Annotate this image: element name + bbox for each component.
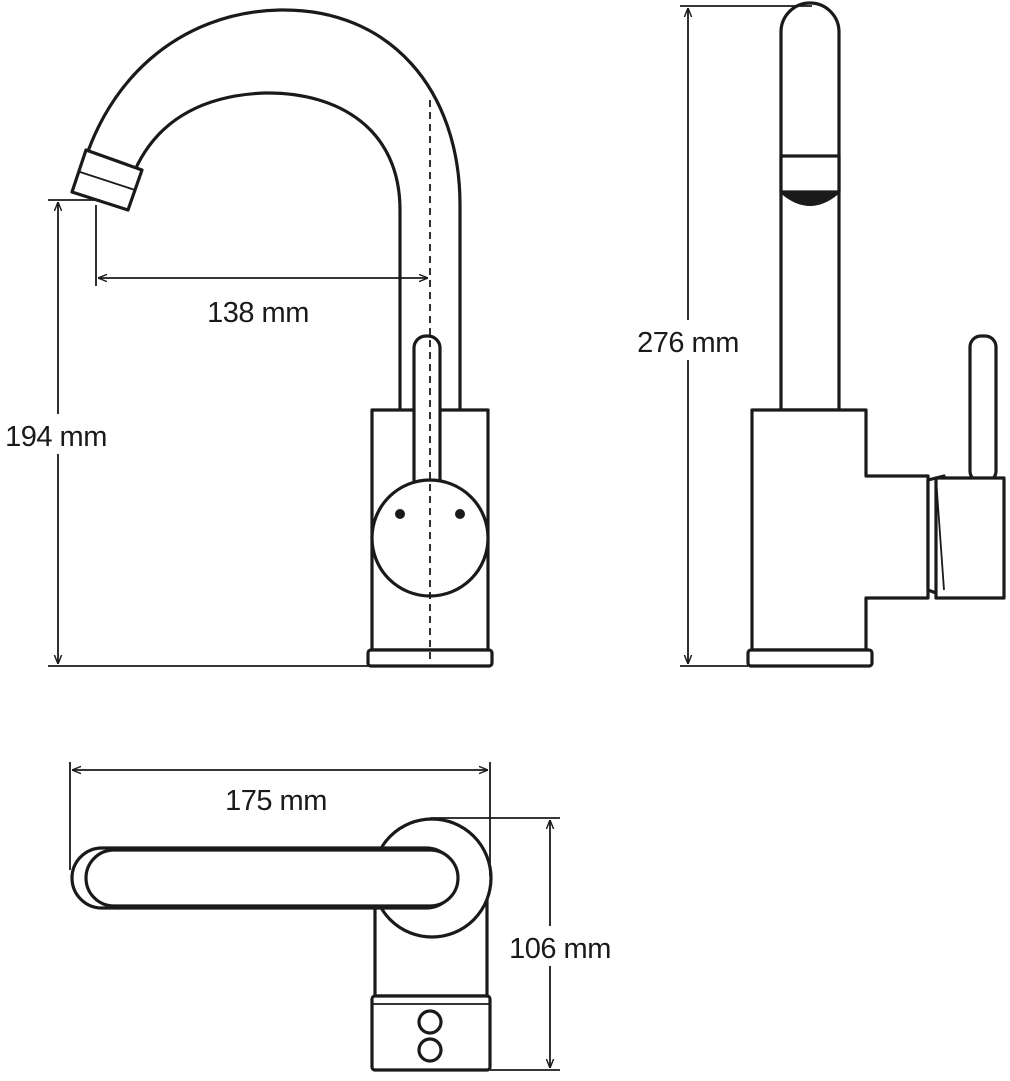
top-spout-front: [84, 848, 460, 908]
length-label: 175 mm: [225, 785, 327, 817]
reach-label: 138 mm: [207, 297, 309, 329]
side-view: 276 mm: [626, 1, 1006, 668]
spout-height-label: 194 mm: [5, 421, 107, 453]
side-handle-block: [934, 476, 1006, 600]
front-view: 138 mm 194 mm: [0, 8, 494, 668]
side-lever: [968, 334, 998, 484]
front-spout-outer: [75, 8, 462, 412]
side-aerator-band: [779, 154, 841, 194]
front-spout-inner: [133, 91, 402, 412]
top-view: 175 mm 106 mm: [69, 762, 622, 1072]
base-width-label: 106 mm: [509, 933, 611, 965]
side-base: [746, 648, 874, 668]
total-height-label: 276 mm: [637, 327, 739, 359]
side-body: [750, 408, 930, 652]
side-spout: [779, 1, 841, 412]
